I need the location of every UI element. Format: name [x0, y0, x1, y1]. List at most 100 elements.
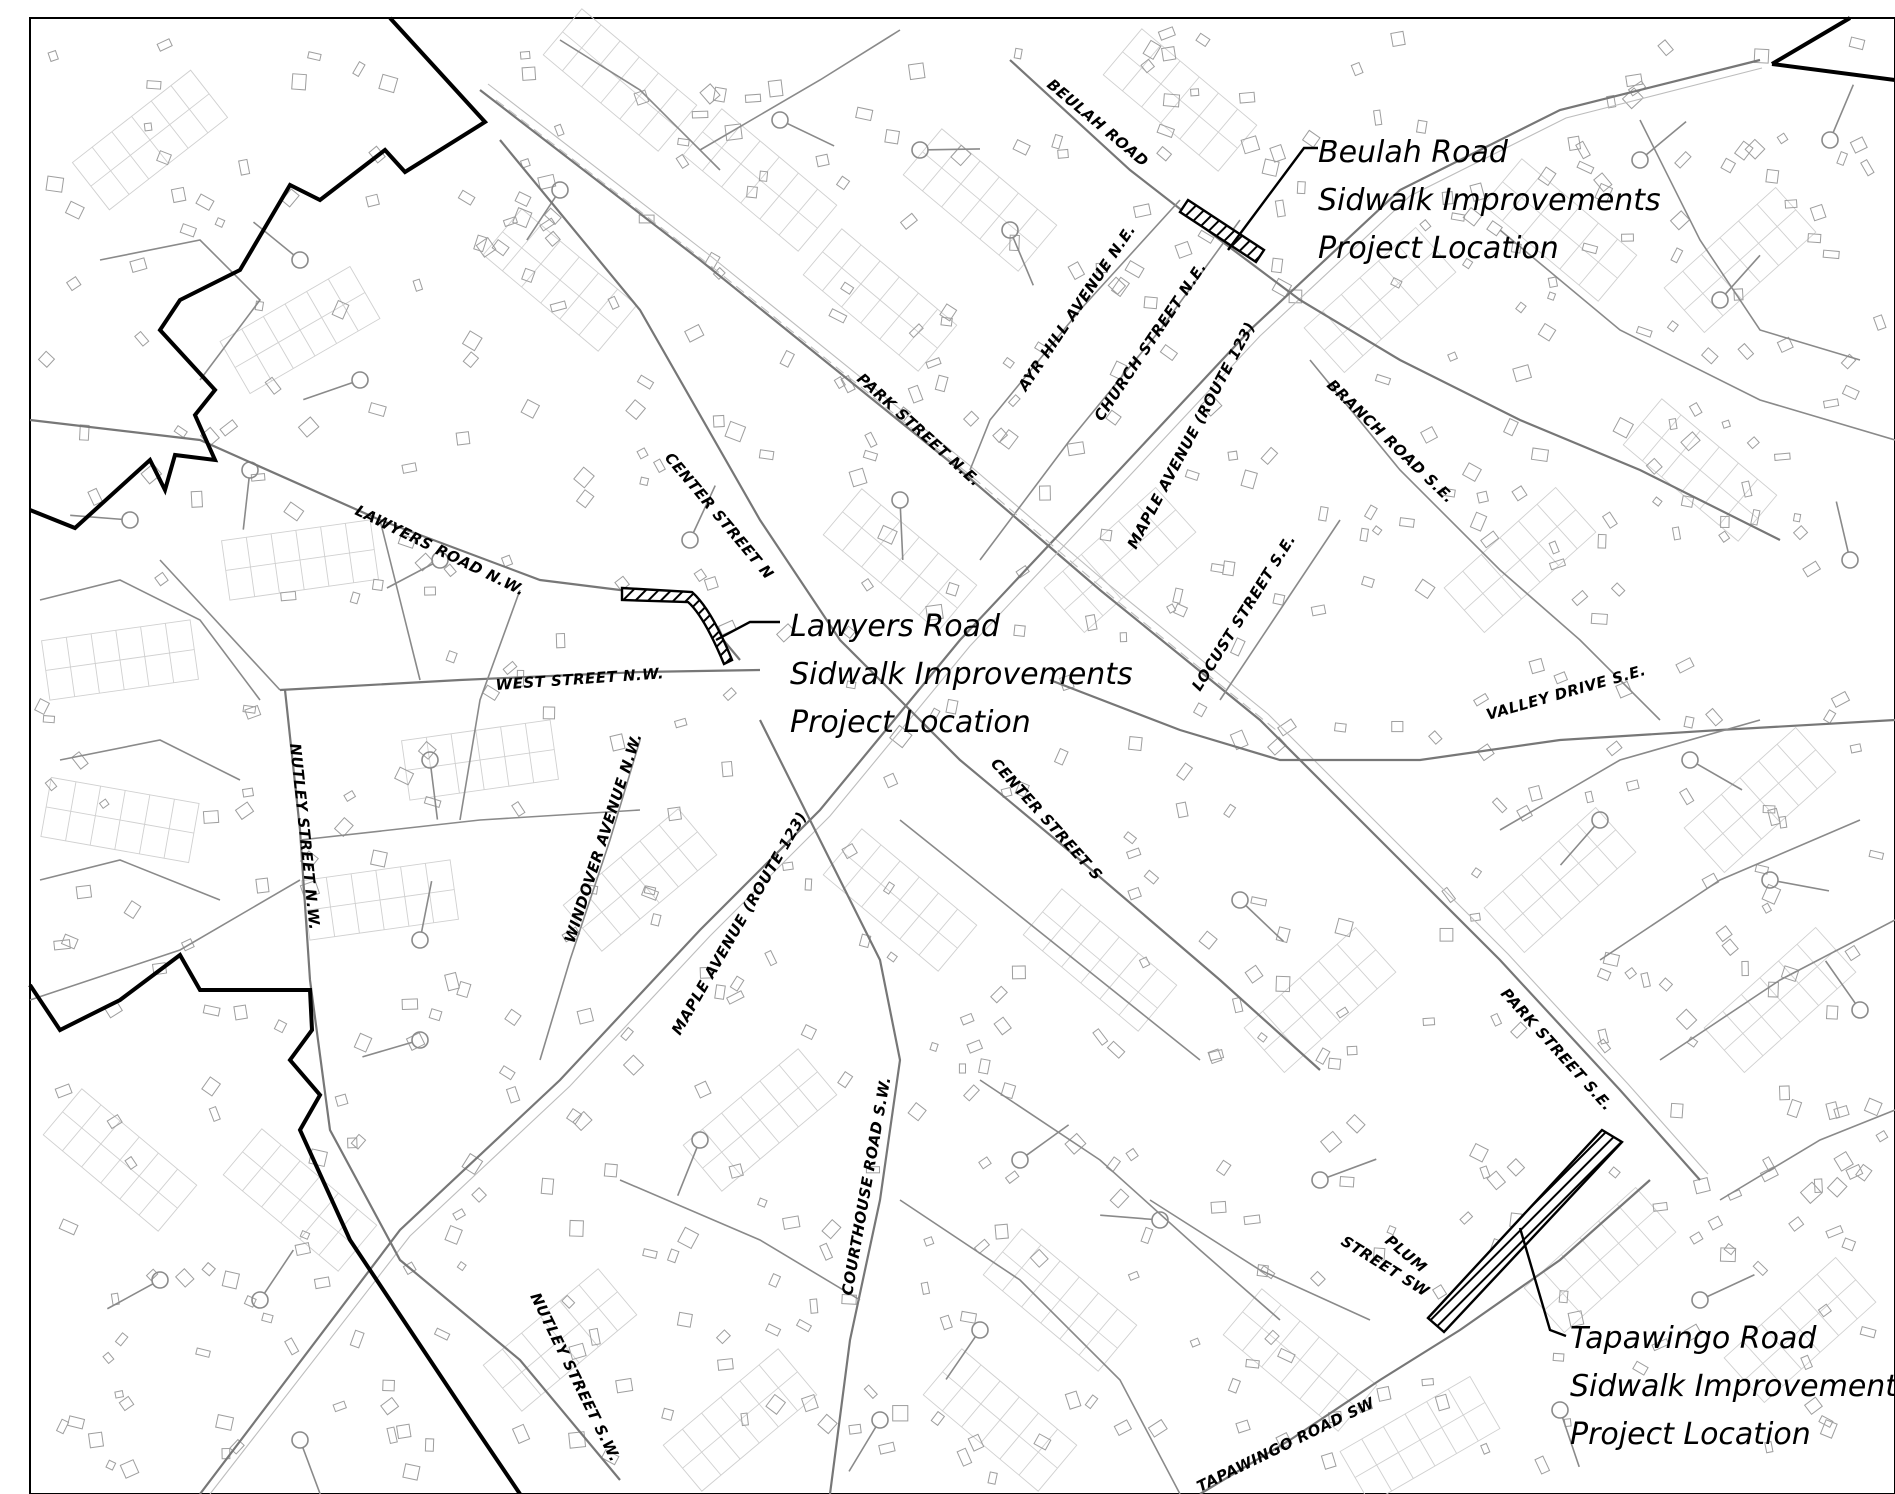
parcel-block — [1303, 226, 1457, 374]
building-footprint — [863, 1384, 878, 1400]
building-footprint — [87, 487, 103, 507]
callout-lawyers-line3: Project Location — [790, 705, 1031, 740]
callout-beulah-line1: Beulah Road — [1318, 135, 1509, 170]
parcel-block — [982, 1228, 1138, 1372]
building-footprint — [297, 416, 320, 438]
building-footprint — [1675, 657, 1695, 674]
building-footprint — [600, 1449, 620, 1466]
building-footprint — [1319, 1130, 1343, 1153]
building-footprint — [650, 913, 662, 927]
parcel-block — [682, 108, 838, 252]
building-footprint — [511, 1423, 531, 1445]
building-footprint — [380, 1396, 400, 1416]
building-footprint — [1528, 657, 1546, 675]
building-footprint — [1817, 1303, 1832, 1318]
building-footprint — [781, 861, 794, 872]
building-footprint — [299, 880, 321, 900]
parcel-block — [1482, 158, 1638, 302]
building-footprint — [908, 323, 924, 339]
west-street-road — [279, 668, 761, 692]
building-footprint — [1803, 1396, 1823, 1416]
building-footprint — [1172, 587, 1184, 604]
building-footprint — [1786, 1098, 1803, 1119]
building-footprint — [353, 1032, 373, 1053]
building-footprint — [993, 1016, 1012, 1036]
building-footprint — [1174, 240, 1193, 259]
building-footprint — [1689, 1231, 1704, 1245]
building-footprint — [173, 424, 188, 439]
building-footprint — [1067, 261, 1086, 281]
building-footprint — [264, 376, 282, 395]
building-footprint — [1830, 690, 1851, 708]
building-footprint — [1567, 1310, 1585, 1328]
building-footprint — [1670, 1102, 1684, 1119]
building-footprint — [482, 684, 501, 702]
cul-de-sac-street — [1706, 1274, 1755, 1298]
building-footprint — [1651, 496, 1663, 507]
cul-de-sac — [911, 141, 929, 159]
building-footprint — [1546, 291, 1557, 301]
building-footprint — [712, 414, 725, 428]
plum-street-road — [1149, 1199, 1371, 1321]
building-footprint — [1107, 276, 1127, 295]
windover-avenue-road — [539, 739, 641, 1061]
building-footprint — [1715, 925, 1733, 943]
building-footprint — [394, 766, 415, 786]
building-footprint — [1528, 784, 1543, 802]
building-footprint — [728, 1163, 744, 1179]
cul-de-sac-street — [1559, 825, 1596, 866]
building-footprint — [1434, 1393, 1451, 1412]
building-footprint — [433, 1327, 451, 1341]
building-footprint — [1359, 527, 1370, 542]
building-footprint — [884, 128, 901, 145]
building-footprint — [1428, 730, 1443, 745]
parcel-block — [662, 1348, 818, 1492]
cul-de-sac-street — [242, 477, 250, 530]
building-footprint — [1198, 930, 1218, 950]
building-footprint — [757, 1197, 768, 1208]
building-footprint — [767, 79, 784, 98]
building-footprint — [1534, 1455, 1551, 1475]
building-footprint — [514, 191, 532, 208]
building-footprint — [865, 1166, 880, 1174]
callout-beulah-line2: Sidwalk Improvements — [1318, 183, 1661, 218]
building-footprint — [1011, 965, 1026, 980]
building-footprint — [1156, 145, 1173, 162]
building-footprint — [809, 1298, 819, 1314]
building-footprint — [722, 687, 737, 702]
building-footprint — [1476, 743, 1495, 762]
building-footprint — [53, 939, 71, 951]
building-footprint — [1825, 1224, 1844, 1239]
building-footprint — [684, 323, 705, 343]
building-footprint — [1261, 158, 1280, 177]
building-footprint — [699, 966, 712, 979]
building-footprint — [1051, 133, 1064, 150]
building-footprint — [1668, 418, 1678, 431]
building-footprint — [54, 1083, 73, 1099]
building-footprint — [1269, 144, 1287, 163]
building-footprint — [1486, 220, 1503, 237]
building-footprint — [1558, 1290, 1569, 1304]
building-footprint — [1157, 26, 1176, 41]
building-footprint — [1439, 927, 1454, 942]
building-footprint — [106, 1113, 123, 1130]
building-footprint — [945, 698, 959, 715]
building-footprint — [502, 660, 518, 676]
building-footprint — [1143, 869, 1160, 885]
building-footprint — [1473, 692, 1490, 707]
building-footprint — [219, 419, 239, 437]
building-footprint — [75, 884, 93, 900]
building-footprint — [37, 350, 56, 368]
building-footprint — [401, 998, 419, 1011]
building-footprint — [1125, 1147, 1139, 1162]
cul-de-sac — [1231, 891, 1249, 909]
building-footprint — [1240, 135, 1261, 155]
building-footprint — [491, 238, 510, 257]
building-footprint — [511, 800, 526, 818]
building-footprint — [1275, 975, 1291, 993]
tapawingo-road — [1199, 1179, 1651, 1494]
building-footprint — [1845, 1163, 1864, 1180]
building-footprint — [307, 51, 322, 62]
building-footprint — [471, 1187, 488, 1203]
building-footprint — [1000, 786, 1013, 798]
